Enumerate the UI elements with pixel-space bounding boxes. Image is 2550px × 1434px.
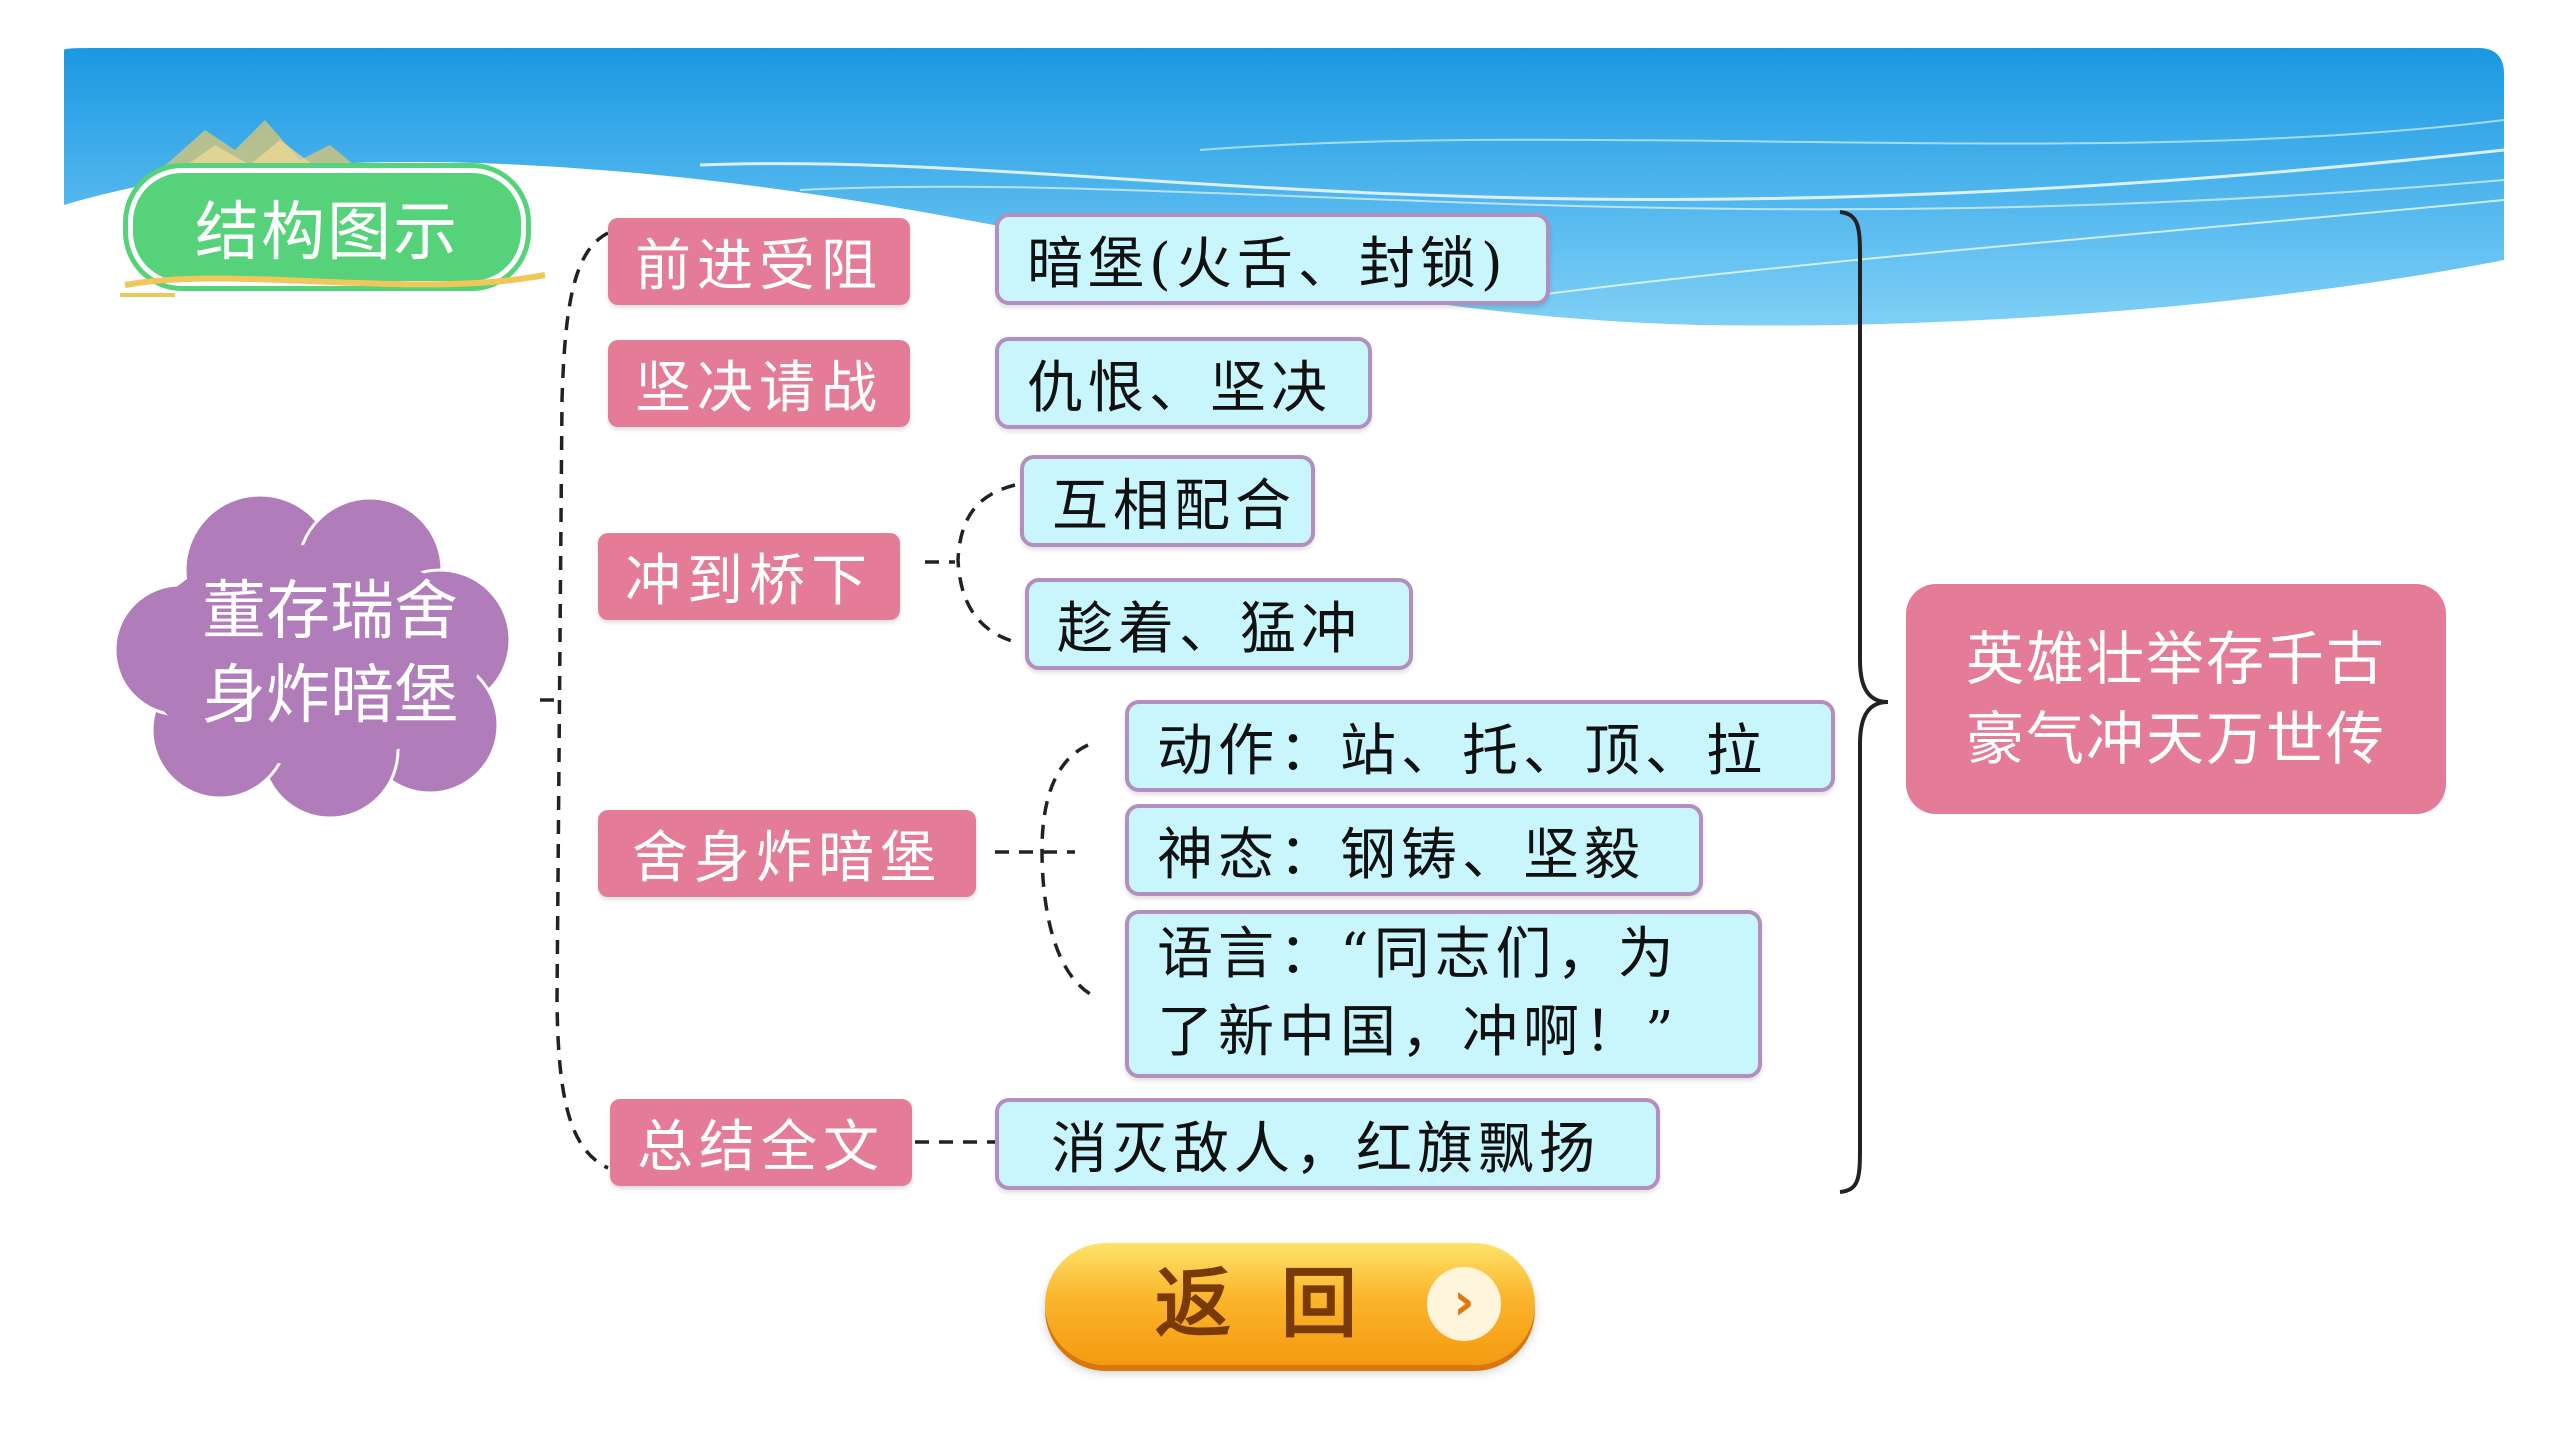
branch-label-request-battle: 坚决请战 [608,340,910,427]
detail-action-text: 动作：站、托、顶、拉 [1157,718,1767,784]
detail-expression: 神态：钢铸、坚毅 [1125,804,1703,896]
central-topic: 董存瑞舍 身炸暗堡 [130,570,530,738]
branch-label-advance-blocked: 前进受阻 [608,218,910,305]
detail-speech-line2: 了新中国，冲啊！” [1157,1000,1679,1065]
detail-expression-text: 神态：钢铸、坚毅 [1157,822,1645,888]
title-decoration [120,272,546,297]
branch-label-summary: 总结全文 [610,1099,912,1186]
detail-charge-text: 趁着、猛冲 [1057,596,1362,662]
chevron-right-icon: › [1427,1267,1501,1341]
detail-hatred-text: 仇恨、坚决 [1027,355,1332,421]
header-banner [64,48,2505,326]
detail-bunker-text: 暗堡(火舌、封锁) [1027,231,1508,297]
central-topic-line2: 身炸暗堡 [202,659,458,733]
detail-action: 动作：站、托、顶、拉 [1125,700,1835,792]
detail-cooperate: 互相配合 [1020,455,1315,547]
section-title: 结构图示 [195,196,459,270]
detail-bunker: 暗堡(火舌、封锁) [995,213,1550,305]
detail-speech-line1: 语言：“同志们，为 [1157,922,1679,987]
return-button[interactable]: 返回 › [1045,1243,1535,1365]
return-button-label: 返回 [1155,1259,1407,1348]
detail-speech: 语言：“同志们，为 了新中国，冲啊！” [1125,910,1762,1078]
summary-line1: 英雄壮举存千古 [1965,625,2386,693]
detail-cooperate-text: 互相配合 [1052,473,1296,539]
detail-charge: 趁着、猛冲 [1025,578,1413,670]
branch-label-rush-to-bridge: 冲到桥下 [598,533,900,620]
detail-hatred: 仇恨、坚决 [995,337,1372,429]
detail-victory-text: 消灭敌人，红旗飘扬 [1051,1116,1600,1182]
central-topic-line1: 董存瑞舍 [202,575,458,649]
branch-label-sacrifice: 舍身炸暗堡 [598,810,976,897]
summary-box: 英雄壮举存千古 豪气冲天万世传 [1906,584,2446,814]
detail-victory: 消灭敌人，红旗飘扬 [995,1098,1660,1190]
summary-line2: 豪气冲天万世传 [1965,705,2386,773]
section-title-badge: 结构图示 [128,168,526,286]
central-topic-cloud [113,493,512,820]
